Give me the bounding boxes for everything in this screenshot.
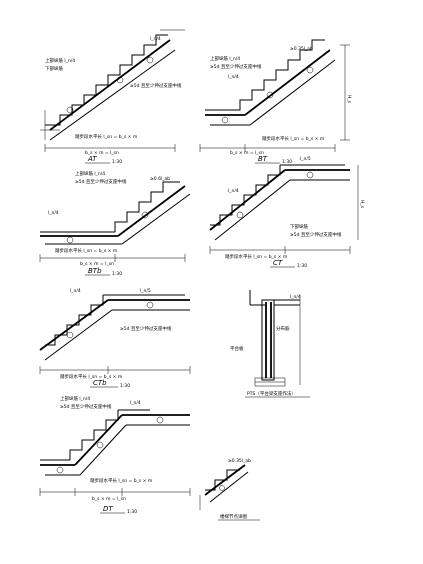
caption-ct-b: CTb <box>93 379 107 387</box>
note-at-dim: b_s × m = l_sn <box>85 150 119 156</box>
note-dt-top-rebar: 上部纵筋 l_n/4 <box>60 395 90 402</box>
note-dt-anchor: ≥5d 且至少伸过支座中线 <box>60 403 112 410</box>
diagram-pts: l_n/4 平台板 分布筋 PTS（平台梁支座作法） <box>230 290 310 398</box>
note-ct-ln5: l_n/5 <box>300 156 311 162</box>
note-at-ln4: l_n/4 <box>150 36 161 42</box>
caption-bt-b: BTb <box>88 267 102 275</box>
note-pts-plat: 平台板 <box>230 345 244 352</box>
note-ct-bottom: 下部纵筋 <box>290 223 308 230</box>
scale-at: 1:30 <box>112 159 122 165</box>
note-btb-anchor: ≥5d 且至少伸过支座中线 <box>75 178 127 185</box>
caption-ct: CT <box>273 259 283 267</box>
caption-detail: 楼梯节点详图 <box>220 513 247 520</box>
note-bt-dim: b_s × m = l_sn <box>230 150 264 156</box>
note-ct-anchor: ≥5d 且至少伸过支座中线 <box>290 231 342 238</box>
diagram-dt: 上部纵筋 l_n/4 ≥5d 且至少伸过支座中线 l_n/4 踏步段水平长 l_… <box>39 395 191 515</box>
caption-pts: PTS（平台梁支座作法） <box>247 390 296 397</box>
note-bt-top-rebar: 上部纵筋 l_n/4 <box>210 55 240 62</box>
note-ct-ln4: l_n/4 <box>228 188 239 194</box>
note-detail-la: ≥0.35l_ab <box>228 458 251 464</box>
scale-dt: 1:30 <box>127 509 137 515</box>
note-ctb-anchor: ≥5d 且至少伸过支座中线 <box>120 325 172 332</box>
diagram-ct-b: l_n/4 l_n/5 ≥5d 且至少伸过支座中线 踏步段水平长 l_sn = … <box>39 288 191 389</box>
note-at-top-rebar: 上部纵筋 l_n/4 <box>45 57 75 64</box>
diagram-bt: 上部纵筋 l_n/4 ≥5d 且至少伸过支座中线 l_n/4 ≥0.35l_ab… <box>199 39 352 165</box>
note-at-bottom-rebar: 下部纵筋 <box>45 65 63 72</box>
note-btb-dim: b_s × m = l_sn <box>80 261 114 267</box>
scale-btb: 1:30 <box>112 271 122 277</box>
note-bt-la: ≥0.35l_ab <box>290 46 313 52</box>
scale-ctb: 1:30 <box>120 383 130 389</box>
diagram-node-detail: ≥0.35l_ab 楼梯节点详图 <box>199 458 260 521</box>
note-ct-hs: H_s <box>359 200 365 209</box>
note-bt-anchor: ≥5d 且至少伸过支座中线 <box>210 63 262 70</box>
diagram-bt-b: 上部纵筋 l_n/4 ≥5d 且至少伸过支座中线 l_n/4 ≥0.6l_ab … <box>39 170 191 277</box>
note-ctb-ln5: l_n/5 <box>140 288 151 294</box>
note-ctb-ln4: l_n/4 <box>70 288 81 294</box>
note-dt-ln4: l_n/4 <box>130 400 141 406</box>
note-pts-dist: 分布筋 <box>276 325 290 332</box>
scale-ct: 1:30 <box>297 263 307 269</box>
note-ct-length: 踏步段水平长 l_sn = b_s × m <box>225 253 287 260</box>
caption-bt: BT <box>258 155 268 163</box>
caption-at: AT <box>87 155 97 163</box>
note-btb-top-rebar: 上部纵筋 l_n/4 <box>75 170 105 177</box>
note-at-anchor: ≥5d 且至少伸过支座中线 <box>130 82 182 89</box>
note-pts-ln: l_n/4 <box>290 294 301 300</box>
caption-dt: DT <box>103 505 113 513</box>
note-bt-hs: H_s <box>346 95 352 104</box>
note-ctb-length: 踏步段水平长 l_sn = b_s × m <box>60 373 122 380</box>
note-btb-la2: ≥0.6l_ab <box>150 176 170 182</box>
scale-bt: 1:30 <box>282 159 292 165</box>
note-bt-ln4: l_n/4 <box>228 74 239 80</box>
note-at-length: 踏步段水平长 l_sn = b_s × m <box>75 133 137 140</box>
diagram-ct: l_n/4 l_n/5 下部纵筋 ≥5d 且至少伸过支座中线 踏步段水平长 l_… <box>209 156 365 269</box>
diagram-at: 上部纵筋 l_n/4 下部纵筋 ≥5d 且至少伸过支座中线 l_n/4 踏步段水… <box>40 29 185 165</box>
note-dt-dim: b_s × m = l_sn <box>92 496 126 502</box>
note-dt-length: 踏步段水平长 l_sn = b_s × m <box>90 477 152 484</box>
note-btb-length: 踏步段水平长 l_sn = b_s × m <box>55 247 117 254</box>
note-btb-ln4: l_n/4 <box>48 210 59 216</box>
note-bt-length: 踏步段水平长 l_sn = b_s × m <box>262 135 324 142</box>
